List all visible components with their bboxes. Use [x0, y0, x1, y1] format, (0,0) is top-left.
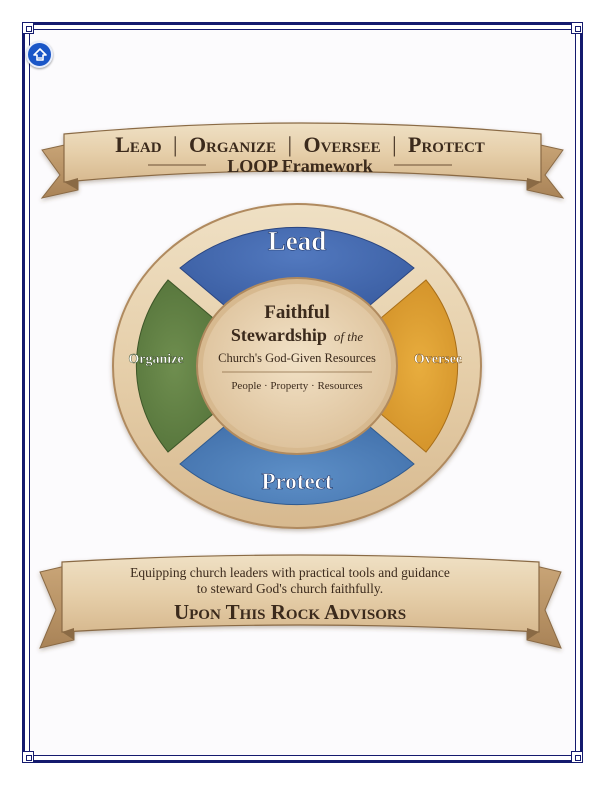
bottom-banner-tagline-1: Equipping church leaders with practical …	[130, 565, 450, 580]
page-frame-outer	[22, 22, 583, 763]
loop-diagram	[112, 203, 482, 529]
bottom-banner-brand: Upon This Rock Advisors	[174, 600, 406, 624]
home-up-icon	[32, 47, 47, 61]
top-banner-title: Lead | Organize | Oversee | Protect	[115, 132, 485, 157]
top-banner-subtitle: LOOP Framework	[227, 156, 372, 176]
home-up-button[interactable]	[26, 41, 53, 68]
frame-corner-ornament	[571, 751, 583, 763]
bottom-banner	[39, 554, 562, 649]
top-banner	[40, 122, 565, 199]
center-line-resources: Church's God-Given Resources	[218, 351, 376, 365]
segment-label-protect: Protect	[261, 469, 332, 494]
center-line-stewardship: Stewardship of the	[231, 325, 364, 345]
segment-label-organize: Organize	[128, 352, 183, 367]
segment-label-lead: Lead	[268, 226, 327, 256]
frame-corner-ornament	[22, 751, 34, 763]
segment-label-oversee: Oversee	[414, 352, 462, 367]
center-line-faithful: Faithful	[264, 302, 329, 323]
frame-corner-ornament	[22, 22, 34, 34]
center-line-categories: People · Property · Resources	[231, 380, 362, 392]
frame-corner-ornament	[571, 22, 583, 34]
bottom-banner-tagline-2: to steward God's church faithfully.	[197, 581, 383, 596]
